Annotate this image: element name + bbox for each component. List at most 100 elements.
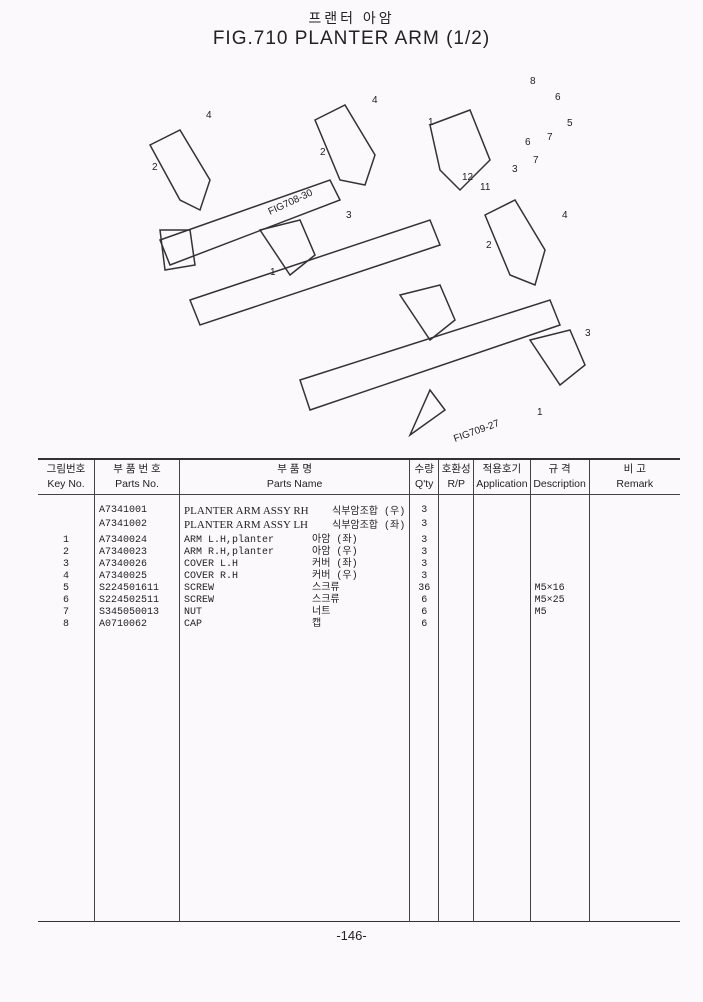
ref-fig708-30: FIG708-30 [267, 187, 315, 217]
svg-text:1: 1 [270, 267, 276, 278]
cell-qty: 3 [421, 535, 428, 546]
cell-qty: 6 [421, 595, 428, 606]
cell-part: A7341002 [99, 519, 148, 530]
part-name: ARM L.H,planter [184, 535, 275, 546]
cell-key: 8 [62, 619, 69, 630]
svg-text:12: 12 [462, 172, 474, 183]
cell-part: A7340023 [99, 547, 148, 558]
part-name: PLANTER ARM ASSY RH [184, 505, 309, 517]
cell-qty: 3 [421, 559, 428, 570]
part-name-korean: 스크류 [312, 583, 340, 594]
svg-text:2: 2 [486, 240, 492, 251]
cell-part: A7340025 [99, 571, 148, 582]
svg-text:4: 4 [206, 110, 212, 121]
cell-name: CAP 캡 [184, 619, 405, 631]
cell-key: 6 [62, 595, 69, 606]
part-name: SCREW [184, 583, 215, 594]
cell-desc [535, 571, 585, 583]
part-name-korean: 커버 (좌) [312, 559, 358, 570]
cell-qty: 3 [421, 547, 428, 558]
cell-part: S224502511 [99, 595, 160, 606]
cell-desc: M5×25 [534, 595, 565, 606]
part-name-korean: 아암 (좌) [312, 535, 358, 546]
svg-text:6: 6 [555, 92, 561, 103]
svg-text:2: 2 [152, 162, 158, 173]
part-name-korean: 스크류 [312, 595, 340, 606]
part-name: COVER R.H [184, 571, 239, 582]
cell-key: 5 [62, 583, 69, 594]
cell-qty: 3 [421, 571, 428, 582]
cell-qty: 3 [421, 505, 428, 516]
cell-desc [535, 535, 585, 547]
cell-desc [535, 519, 585, 533]
cell-desc [535, 619, 585, 631]
ref-fig709-27: FIG709-27 [452, 418, 501, 445]
svg-text:3: 3 [346, 210, 352, 221]
cell-key: 2 [62, 547, 69, 558]
cell-name: SCREW 스크류 [184, 583, 405, 595]
svg-text:3: 3 [585, 328, 591, 339]
cell-qty: 3 [421, 519, 428, 530]
part-name: CAP [184, 619, 203, 630]
cell-qty: 6 [421, 607, 428, 618]
part-name-korean: 식부암조합 (우) [332, 507, 406, 518]
svg-text:11: 11 [480, 182, 491, 193]
cell-desc: M5 [534, 607, 547, 618]
cell-key [42, 505, 90, 519]
cell-key: 1 [62, 535, 69, 546]
cell-name: PLANTER ARM ASSY RH 식부암조합 (우) [184, 505, 405, 519]
svg-text:1: 1 [537, 407, 543, 418]
cell-qty: 36 [418, 583, 431, 594]
cell-name: ARM L.H,planter 아암 (좌) [184, 535, 405, 547]
svg-text:7: 7 [547, 132, 553, 143]
part-name-korean: 캡 [312, 619, 322, 630]
part-name: COVER L.H [184, 559, 239, 570]
cell-name: ARM R.H,planter 아암 (우) [184, 547, 405, 559]
part-name-korean: 식부암조합 (좌) [332, 521, 406, 532]
cell-part: A7340024 [99, 535, 148, 546]
cell-key: 7 [62, 607, 69, 618]
cell-part: A7340026 [99, 559, 148, 570]
cell-name: PLANTER ARM ASSY LH 식부암조합 (좌) [184, 519, 405, 533]
remark-cells [588, 494, 680, 922]
cell-name: COVER L.H 커버 (좌) [184, 559, 405, 571]
cell-desc [535, 559, 585, 571]
part-name: ARM R.H,planter [184, 547, 275, 558]
part-name-korean: 커버 (우) [312, 571, 358, 582]
cell-part: S224501611 [99, 583, 160, 594]
svg-text:2: 2 [320, 147, 326, 158]
cell-part: A0710062 [99, 619, 148, 630]
part-name: PLANTER ARM ASSY LH [184, 519, 308, 531]
svg-text:3: 3 [512, 164, 518, 175]
page-number: -146- [336, 928, 367, 943]
part-name-korean: 너트 [312, 607, 331, 618]
cell-desc [535, 547, 585, 559]
part-name-korean: 아암 (우) [312, 547, 358, 558]
cell-key: 4 [62, 571, 69, 582]
cell-name: COVER R.H 커버 (우) [184, 571, 405, 583]
page-title: FIG.710 PLANTER ARM (1/2) [212, 28, 491, 49]
svg-text:4: 4 [562, 210, 568, 221]
cell-desc [535, 505, 585, 519]
svg-text:6: 6 [525, 137, 531, 148]
cell-part: A7341001 [99, 505, 148, 516]
svg-text:4: 4 [372, 95, 378, 106]
application-cells [473, 494, 531, 922]
svg-text:7: 7 [533, 155, 539, 166]
